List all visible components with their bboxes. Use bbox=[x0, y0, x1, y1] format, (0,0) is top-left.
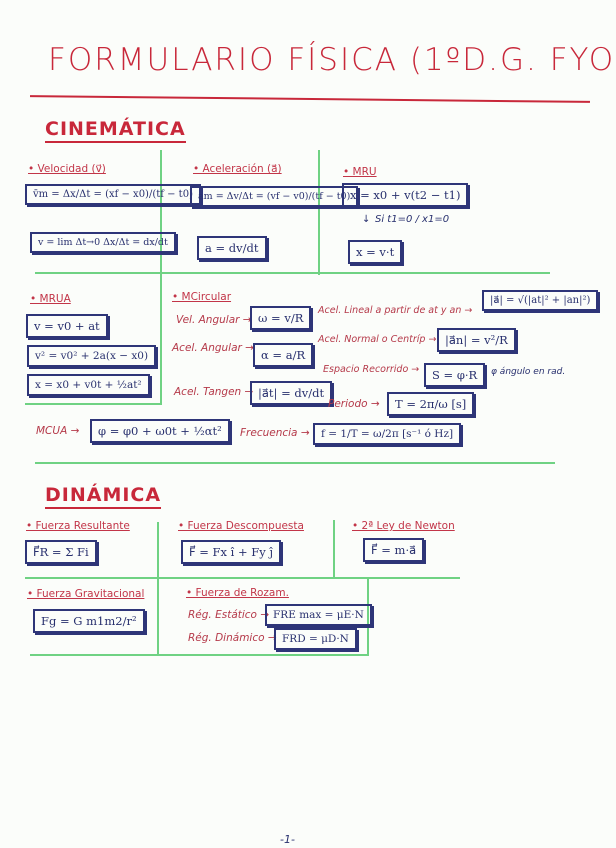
mrua-formula-1: v = v0 + at bbox=[26, 314, 108, 338]
espacio-recorrido-formula: S = φ·R bbox=[424, 363, 486, 387]
newton-label: • 2ª Ley de Newton bbox=[352, 520, 455, 532]
frecuencia-formula: f = 1/T = ω/2π [s⁻¹ ó Hz] bbox=[313, 423, 462, 445]
title-underline bbox=[30, 95, 590, 103]
espacio-recorrido-label: Espacio Recorrido → bbox=[323, 364, 420, 375]
fuerza-rozamiento-label: • Fuerza de Rozam. bbox=[186, 587, 289, 599]
divider bbox=[318, 150, 320, 275]
frecuencia-label: Frecuencia → bbox=[240, 427, 310, 439]
aceleracion-instantanea-formula: a = dv/dt bbox=[197, 236, 267, 260]
mru-simplified-formula: x = v·t bbox=[348, 240, 403, 264]
periodo-formula: T = 2π/ω [s] bbox=[387, 392, 475, 416]
regimen-estatico-label: Rég. Estático → bbox=[188, 609, 270, 621]
fuerza-gravitacional-label: • Fuerza Gravitacional bbox=[27, 588, 145, 600]
fuerza-descompuesta-formula: F⃗ = Fx î + Fy ĵ bbox=[181, 540, 282, 564]
divider bbox=[35, 462, 555, 464]
mcua-formula: φ = φ0 + ω0t + ½αt² bbox=[90, 419, 230, 443]
vel-angular-label: Vel. Angular → bbox=[176, 314, 252, 326]
section-heading-dinamica: DINÁMICA bbox=[45, 484, 162, 509]
divider bbox=[333, 520, 335, 578]
mru-condition: Si t1=0 / x1=0 bbox=[375, 214, 450, 225]
angulo-note: φ ángulo en rad. bbox=[491, 367, 566, 377]
divider bbox=[30, 654, 369, 656]
aceleracion-media-formula: am = Δv/Δt = (vf − v0)/(tf − t0) bbox=[190, 186, 359, 207]
mrua-formula-2: v² = v0² + 2a(x − x0) bbox=[27, 345, 157, 367]
velocidad-media-formula: v̄m = Δx/Δt = (xf − x0)/(tf − t0) bbox=[25, 184, 201, 205]
acel-normal-formula: |a⃗n| = v²/R bbox=[437, 328, 516, 352]
acel-tangencial-formula: |a⃗t| = dv/dt bbox=[250, 381, 333, 405]
divider bbox=[157, 522, 159, 655]
mru-formula: x = x0 + v(t2 − t1) bbox=[342, 183, 469, 207]
fuerza-resultante-formula: F⃗R = Σ Fi bbox=[25, 540, 97, 564]
aceleracion-label: • Aceleración (a⃗) bbox=[193, 163, 282, 175]
regimen-estatico-formula: FRE max = μE·N bbox=[265, 604, 372, 626]
page-number: -1- bbox=[280, 833, 295, 846]
mru-label: • MRU bbox=[343, 166, 377, 178]
periodo-label: Periodo → bbox=[328, 398, 380, 410]
velocidad-instantanea-formula: v = lim Δt→0 Δx/Δt = dx/dt bbox=[30, 232, 176, 253]
divider bbox=[25, 403, 162, 405]
mrua-label: • MRUA bbox=[30, 293, 71, 305]
fuerza-descompuesta-label: • Fuerza Descompuesta bbox=[178, 520, 304, 532]
mrua-formula-3: x = x0 + v0t + ½at² bbox=[27, 374, 150, 396]
divider bbox=[367, 577, 369, 655]
page-title: FORMULARIO FÍSICA (1ºD.G. FYO) bbox=[48, 42, 616, 78]
acel-angular-label: Acel. Angular → bbox=[172, 342, 254, 354]
arrow-down-icon: ↓ bbox=[362, 214, 371, 225]
divider bbox=[160, 150, 162, 275]
section-heading-cinematica: CINEMÁTICA bbox=[45, 118, 186, 143]
acel-lineal-label: Acel. Lineal a partir de at y an → bbox=[318, 305, 473, 316]
regimen-dinamico-formula: FRD = μD·N bbox=[274, 628, 357, 650]
acel-tangencial-label: Acel. Tangen → bbox=[174, 386, 254, 398]
newton-formula: F⃗ = m·a⃗ bbox=[363, 538, 425, 562]
divider bbox=[160, 275, 162, 405]
acel-normal-label: Acel. Normal o Centríp → bbox=[318, 334, 437, 345]
mcircular-label: • MCircular bbox=[172, 291, 232, 303]
fuerza-resultante-label: • Fuerza Resultante bbox=[26, 520, 130, 532]
divider bbox=[25, 577, 460, 579]
acel-lineal-formula: |a⃗| = √(|at|² + |an|²) bbox=[482, 290, 599, 311]
fuerza-gravitacional-formula: Fg = G m1m2/r² bbox=[33, 609, 145, 633]
acel-angular-formula: α = a/R bbox=[253, 343, 314, 367]
regimen-dinamico-label: Rég. Dinámico → bbox=[188, 632, 277, 644]
velocidad-label: • Velocidad (v⃗) bbox=[28, 163, 106, 175]
mcua-label: MCUA → bbox=[36, 425, 80, 437]
divider bbox=[35, 272, 550, 274]
vel-angular-formula: ω = v/R bbox=[250, 306, 312, 330]
